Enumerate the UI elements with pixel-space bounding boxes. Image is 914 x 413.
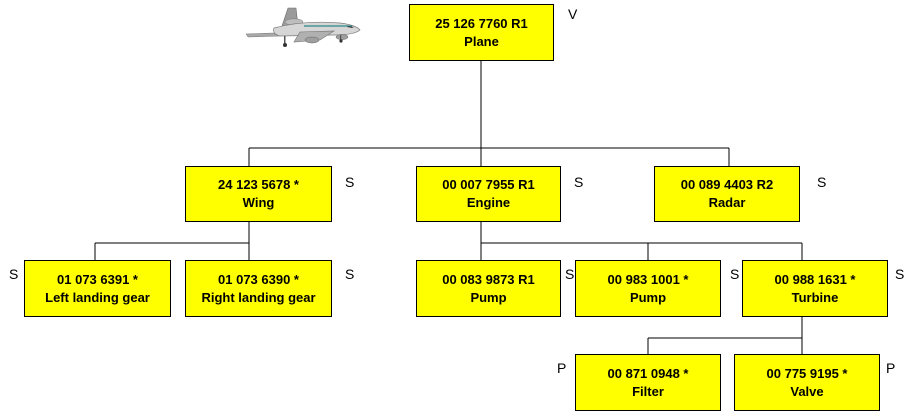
node-code: 24 123 5678 * (218, 177, 299, 192)
node-label: Right landing gear (201, 289, 316, 305)
node-type-tag: S (565, 266, 575, 282)
node-code: 00 089 4403 R2 (680, 177, 774, 192)
node-label: Turbine (791, 289, 839, 305)
node-type-tag: S (730, 266, 740, 282)
connector-plane (248, 61, 730, 166)
node-label: Filter (632, 383, 664, 399)
node-code: 00 083 9873 R1 (442, 271, 535, 287)
node-valve[interactable]: 00 775 9195 * Valve (734, 354, 880, 411)
node-label: Plane (464, 33, 499, 49)
connector-engine (480, 222, 803, 260)
node-label: Engine (466, 195, 511, 210)
node-plane[interactable]: 25 126 7760 R1 Plane (409, 4, 554, 61)
node-left-landing-gear[interactable]: 01 073 6391 * Left landing gear (24, 260, 171, 317)
node-code: 00 775 9195 * (766, 365, 848, 381)
node-code: 00 988 1631 * (774, 271, 856, 287)
node-type-tag: S (345, 266, 355, 282)
node-code: 00 871 0948 * (607, 365, 689, 381)
node-right-landing-gear[interactable]: 01 073 6390 * Right landing gear (185, 260, 332, 317)
connector-turbine (647, 316, 803, 354)
node-label: Radar (708, 195, 746, 210)
node-type-tag: S (9, 266, 19, 282)
node-code: 01 073 6391 * (57, 271, 138, 287)
node-code: 01 073 6390 * (218, 271, 299, 287)
airplane-icon (245, 7, 361, 47)
node-engine[interactable]: 00 007 7955 R1 Engine (416, 166, 561, 222)
node-label: Wing (242, 195, 275, 210)
node-type-tag: V (568, 6, 578, 22)
node-label: Valve (790, 383, 824, 399)
node-code: 00 983 1001 * (607, 271, 689, 287)
node-type-tag: S (574, 174, 584, 190)
node-label: Left landing gear (45, 289, 150, 305)
connector-wing (94, 222, 250, 260)
node-turbine[interactable]: 00 988 1631 * Turbine (742, 260, 888, 317)
node-radar[interactable]: 00 089 4403 R2 Radar (654, 166, 800, 222)
node-type-tag: S (895, 266, 905, 282)
node-code: 25 126 7760 R1 (435, 15, 528, 31)
node-wing[interactable]: 24 123 5678 * Wing (185, 166, 332, 222)
node-label: Pump (470, 289, 507, 305)
node-pump-r1[interactable]: 00 083 9873 R1 Pump (416, 260, 561, 317)
node-code: 00 007 7955 R1 (442, 177, 535, 192)
node-type-tag: S (817, 174, 827, 190)
node-filter[interactable]: 00 871 0948 * Filter (575, 354, 721, 411)
node-type-tag: P (557, 360, 567, 376)
node-type-tag: P (886, 360, 896, 376)
node-pump-star[interactable]: 00 983 1001 * Pump (575, 260, 721, 317)
node-type-tag: S (345, 174, 355, 190)
node-label: Pump (629, 289, 667, 305)
